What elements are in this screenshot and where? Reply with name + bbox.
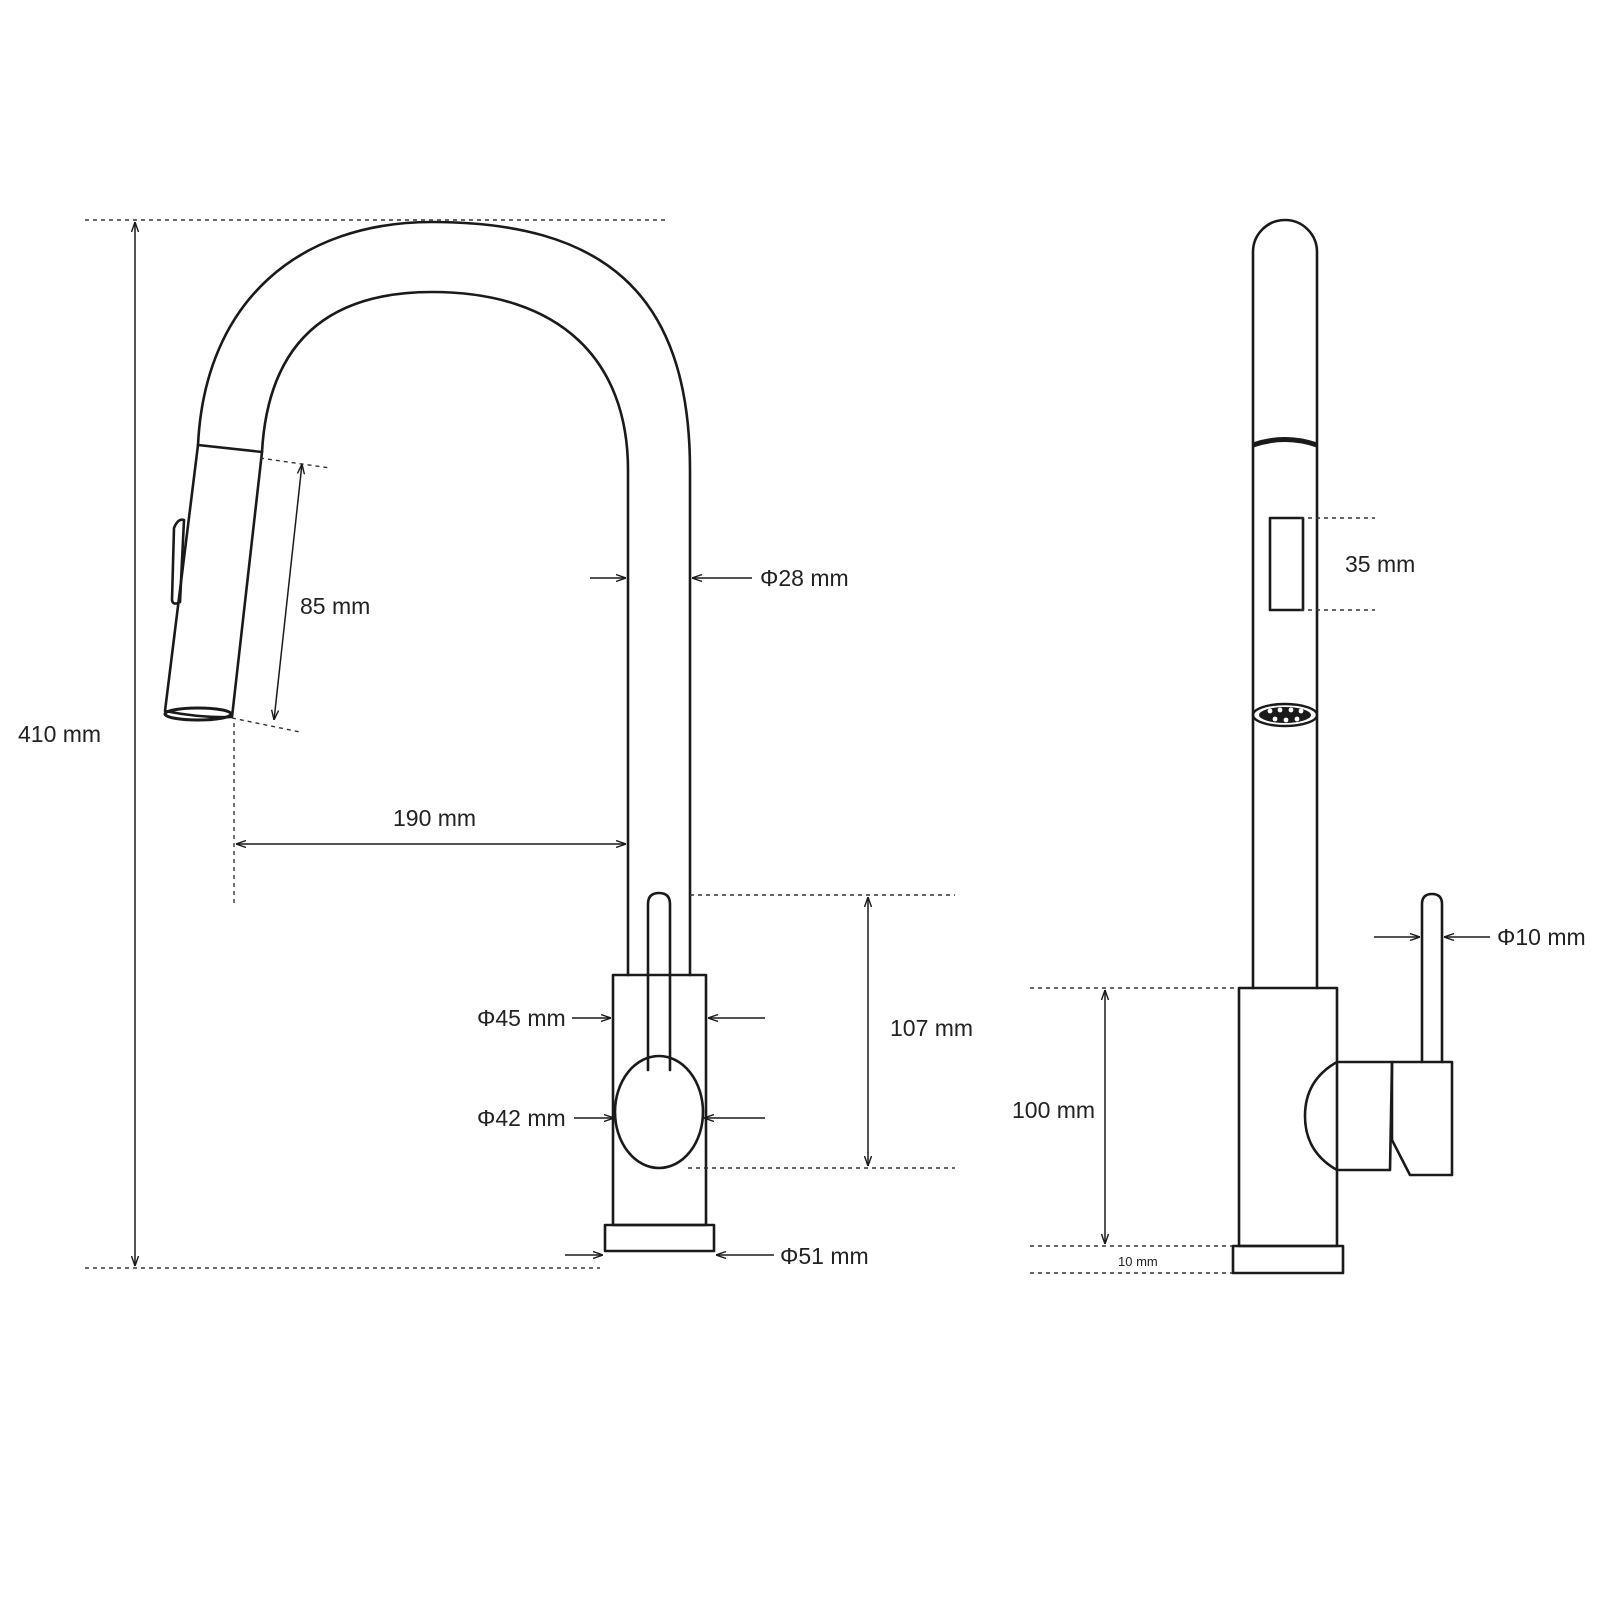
spout-outer-curve: [196, 220, 692, 977]
side-handle-hub: [1303, 1060, 1394, 1172]
side-dimension-lines: [1105, 937, 1490, 1244]
front-faucet-outline: [163, 220, 716, 1253]
side-extension-lines: [1030, 517, 1375, 1274]
body-diameter-label: Φ45 mm: [477, 1005, 566, 1031]
side-handle-lever: [1420, 892, 1444, 1064]
front-body: [611, 973, 708, 1227]
spout-diameter-label: Φ28 mm: [760, 565, 849, 591]
side-handle-lever-block: [1390, 1060, 1454, 1177]
side-body: [1237, 986, 1339, 1248]
spray-head-nozzle: [163, 706, 233, 722]
side-view: 35 mm Φ10 mm 100 mm 10 mm: [1012, 218, 1586, 1275]
front-dimension-lines: [135, 222, 868, 1266]
height-label: 410 mm: [18, 721, 101, 747]
spray-head-length-label: 85 mm: [300, 593, 370, 619]
spray-head-button: [170, 518, 186, 605]
side-spray-nozzle: [1251, 702, 1319, 728]
front-extension-lines: [85, 219, 955, 1269]
side-spray-button: [1268, 516, 1305, 612]
body-height-label: 100 mm: [1012, 1097, 1095, 1123]
handle-height-label: 107 mm: [890, 1015, 973, 1041]
lever-diameter-label: Φ10 mm: [1497, 924, 1586, 950]
spray-head-band: [196, 443, 264, 454]
base-diameter-label: Φ51 mm: [780, 1243, 869, 1269]
spout-inner-curve: [260, 290, 630, 977]
button-length-label: 35 mm: [1345, 551, 1415, 577]
handle-hub-diameter-label: Φ42 mm: [477, 1105, 566, 1131]
side-faucet-outline: [1231, 218, 1454, 1275]
front-handle-hub: [613, 1054, 705, 1170]
side-spout: [1251, 218, 1319, 990]
base-height-label: 10 mm: [1118, 1254, 1158, 1269]
front-handle-lever: [646, 891, 672, 1072]
spray-head-dimension: [274, 464, 302, 720]
side-base: [1231, 1244, 1345, 1275]
spray-head: [163, 443, 264, 719]
side-spray-band: [1252, 437, 1318, 448]
reach-label: 190 mm: [393, 805, 476, 831]
front-base: [603, 1223, 716, 1253]
front-view: 410 mm 85 mm Φ28 mm 190 mm Φ45 mm Φ42 mm…: [18, 219, 973, 1269]
